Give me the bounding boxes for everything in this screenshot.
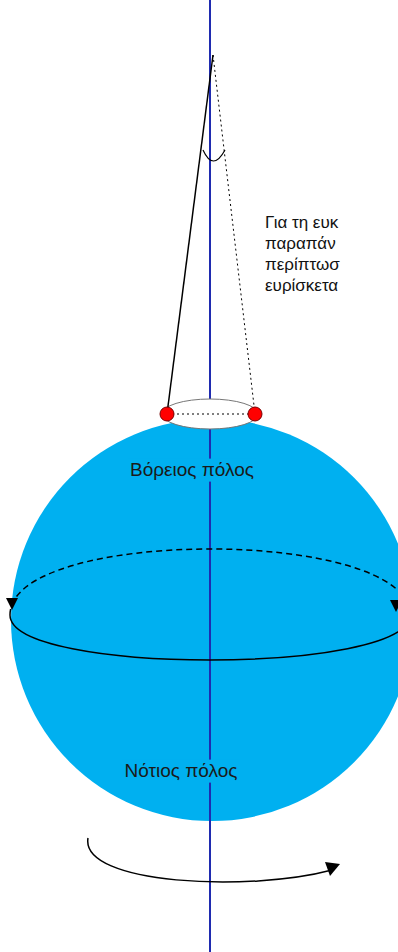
arrow-head bbox=[390, 600, 398, 612]
axis-position-dot bbox=[160, 407, 174, 421]
angle-arc bbox=[203, 150, 225, 161]
equator-front bbox=[10, 615, 398, 660]
earth-globe: Βόρειος πόλοςΝότιος πόλος bbox=[10, 418, 398, 822]
arrow-head bbox=[325, 862, 340, 876]
dotted-chord bbox=[167, 414, 255, 415]
pole-label: Βόρειος πόλος bbox=[128, 459, 256, 482]
rotation-arrow bbox=[88, 838, 332, 882]
axis-position-dot bbox=[248, 407, 262, 421]
rotation-axis bbox=[209, 0, 211, 952]
note-text: Για τη ευκ παραπάν περίπτωσ ευρίσκετα bbox=[265, 212, 393, 296]
equator-back bbox=[10, 549, 398, 615]
precession-ellipse bbox=[162, 399, 258, 429]
arrow-head bbox=[6, 598, 18, 610]
cone-line bbox=[167, 55, 213, 414]
cone-line-dotted bbox=[213, 55, 255, 414]
pole-label: Νότιος πόλος bbox=[123, 760, 240, 783]
